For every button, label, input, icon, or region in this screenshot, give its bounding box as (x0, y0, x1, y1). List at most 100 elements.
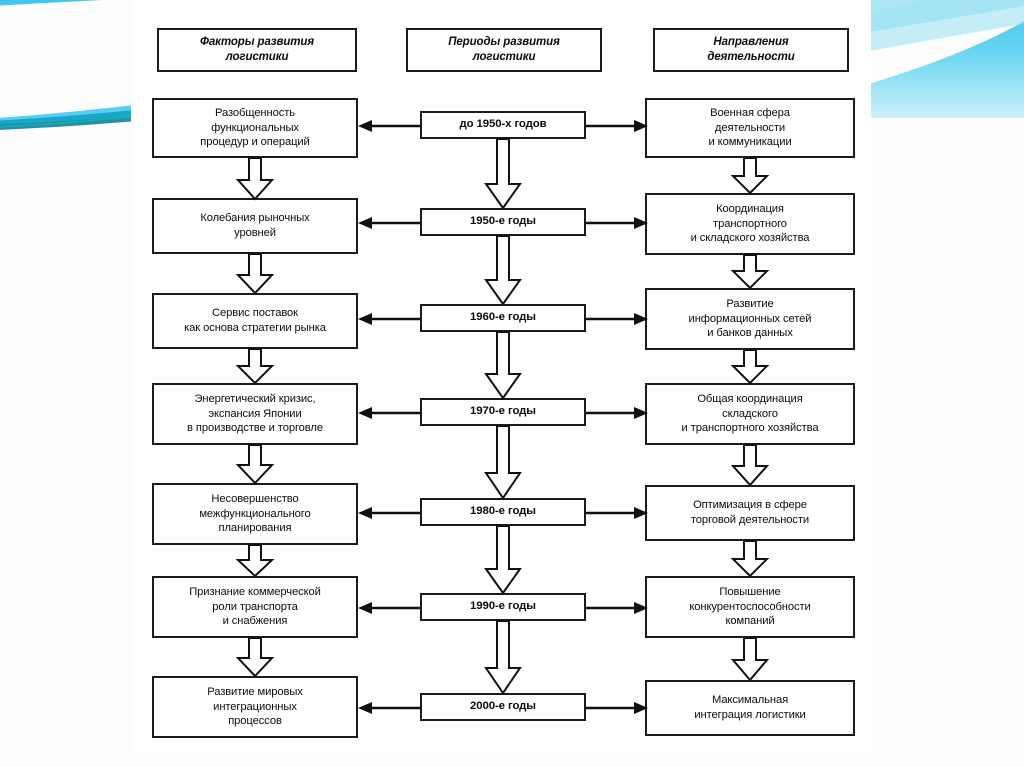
factor-box-2-line1: Колебания рыночных (200, 212, 310, 225)
period-box-5: 1980-е годы (420, 498, 586, 526)
factor-box-2: Колебания рыночных уровней (152, 198, 358, 254)
block-arrow-direction-3-to-4 (730, 349, 770, 385)
factor-box-5-line3: планирования (218, 522, 292, 535)
factor-box-3-line1: Сервис поставок (212, 307, 298, 320)
direction-box-3-line1: Развитие (726, 297, 774, 310)
factor-box-4-line3: в производстве и торговле (187, 422, 323, 435)
period-box-6-label: 1990-е годы (470, 600, 536, 613)
block-arrow-direction-6-to-7 (730, 637, 770, 682)
period-box-7-label: 2000-е годы (470, 700, 536, 713)
directions-header-box: Направления деятельности (653, 28, 849, 72)
factor-box-1: Разобщенность функциональных процедур и … (152, 98, 358, 158)
factor-box-4-line1: Энергетический кризис, (194, 392, 316, 405)
arrow-period1-to-factor1 (358, 120, 420, 132)
factor-box-2-line2: уровней (234, 227, 276, 239)
arrow-period5-to-factor5 (358, 507, 420, 519)
period-box-1-label: до 1950-х годов (459, 118, 547, 131)
direction-box-3-line2: информационных сетей (688, 312, 812, 325)
directions-header-line1: Направления (713, 35, 789, 48)
factors-header-line2: логистики (225, 51, 289, 63)
direction-box-6-line1: Повышение (719, 585, 781, 598)
direction-box-2-line3: и складского хозяйства (690, 232, 810, 245)
direction-box-1: Военная сфера деятельности и коммуникаци… (645, 98, 855, 158)
direction-box-2-line2: транспортного (713, 217, 787, 230)
direction-box-2-line1: Координация (716, 202, 784, 215)
periods-header-line2: логистики (472, 51, 536, 63)
direction-box-5: Оптимизация в сфере торговой деятельност… (645, 485, 855, 541)
block-arrow-period-1-to-2 (484, 138, 522, 210)
factor-box-4-line2: экспансия Японии (208, 407, 302, 420)
factor-box-5: Несовершенство межфункционального планир… (152, 483, 358, 545)
direction-box-3-line3: и банков данных (707, 327, 793, 340)
factor-box-5-line2: межфункционального (199, 507, 311, 520)
direction-box-3: Развитие информационных сетей и банков д… (645, 288, 855, 350)
factor-box-7: Развитие мировых интеграционных процессо… (152, 676, 358, 738)
period-box-1: до 1950-х годов (420, 111, 586, 139)
block-arrow-factor-6-to-7 (235, 637, 275, 678)
arrow-period6-to-factor6 (358, 602, 420, 614)
direction-box-4-line1: Общая координация (697, 392, 803, 405)
arrow-period3-to-factor3 (358, 313, 420, 325)
factor-box-5-line1: Несовершенство (211, 492, 299, 505)
periods-header-box: Периоды развития логистики (406, 28, 602, 72)
arrow-period1-to-direction1 (586, 120, 648, 132)
period-box-4: 1970-е годы (420, 398, 586, 426)
direction-box-7-line2: интеграция логистики (694, 709, 806, 721)
block-arrow-direction-5-to-6 (730, 540, 770, 578)
period-box-4-label: 1970-е годы (470, 405, 536, 418)
factor-box-3-line2: как основа стратегии рынка (184, 322, 326, 334)
arrow-period7-to-factor7 (358, 702, 420, 714)
direction-box-4-line2: складского (722, 407, 778, 420)
period-box-5-label: 1980-е годы (470, 505, 536, 518)
direction-box-1-line1: Военная сфера (710, 106, 790, 119)
factor-box-6-line2: роли транспорта (212, 600, 298, 613)
arrow-period4-to-factor4 (358, 407, 420, 419)
factor-box-1-line2: функциональных (211, 121, 299, 134)
factor-box-3: Сервис поставок как основа стратегии рын… (152, 293, 358, 349)
block-arrow-period-4-to-5 (484, 425, 522, 500)
direction-box-6-line2: конкурентоспособности (689, 600, 811, 613)
factor-box-7-line2: интеграционных (213, 700, 297, 713)
direction-box-6-line3: компаний (725, 615, 775, 628)
arrow-period2-to-direction2 (586, 217, 648, 229)
direction-box-7-line1: Максимальная (711, 694, 789, 707)
periods-header-line1: Периоды развития (448, 35, 560, 48)
direction-box-5-line1: Оптимизация в сфере (693, 499, 807, 512)
block-arrow-factor-2-to-3 (235, 253, 275, 295)
factors-header-line1: Факторы развития (199, 35, 315, 48)
period-box-7: 2000-е годы (420, 693, 586, 721)
period-box-3: 1960-е годы (420, 304, 586, 332)
block-arrow-direction-1-to-2 (730, 157, 770, 195)
period-box-2: 1950-е годы (420, 208, 586, 236)
direction-box-7: Максимальная интеграция логистики (645, 680, 855, 736)
block-arrow-factor-1-to-2 (235, 157, 275, 201)
period-box-6: 1990-е годы (420, 593, 586, 621)
factor-box-4: Энергетический кризис, экспансия Японии … (152, 383, 358, 445)
factor-box-1-line1: Разобщенность (215, 106, 295, 119)
arrow-period2-to-factor2 (358, 217, 420, 229)
arrow-period7-to-direction7 (586, 702, 648, 714)
direction-box-2: Координация транспортного и складского х… (645, 193, 855, 255)
factor-box-1-line3: процедур и операций (200, 136, 310, 149)
block-arrow-period-5-to-6 (484, 525, 522, 595)
period-box-2-label: 1950-е годы (470, 215, 536, 228)
arrow-period5-to-direction5 (586, 507, 648, 519)
arrow-period6-to-direction6 (586, 602, 648, 614)
factor-box-6-line1: Признание коммерческой (189, 585, 321, 598)
block-arrow-factor-4-to-5 (235, 444, 275, 485)
factor-box-7-line1: Развитие мировых (207, 685, 303, 698)
arrow-period3-to-direction3 (586, 313, 648, 325)
block-arrow-factor-5-to-6 (235, 544, 275, 578)
factors-header-box: Факторы развития логистики (157, 28, 357, 72)
period-box-3-label: 1960-е годы (470, 311, 536, 324)
direction-box-4-line3: и транспортного хозяйства (681, 422, 819, 435)
arrow-period4-to-direction4 (586, 407, 648, 419)
direction-box-1-line3: и коммуникации (708, 136, 792, 149)
block-arrow-direction-4-to-5 (730, 444, 770, 487)
block-arrow-period-2-to-3 (484, 235, 522, 306)
block-arrow-period-3-to-4 (484, 331, 522, 400)
factor-box-6-line3: и снабжения (222, 615, 288, 628)
block-arrow-period-6-to-7 (484, 620, 522, 695)
direction-box-5-line2: торговой деятельности (690, 514, 810, 526)
